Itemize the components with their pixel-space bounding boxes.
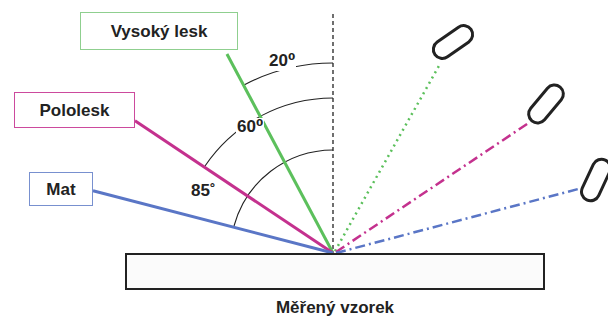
incident-beam <box>135 121 333 253</box>
gloss-box: Pololesk <box>14 92 135 128</box>
sample-plate: Měřený vzorek <box>125 253 545 290</box>
angle-arcs <box>205 63 333 226</box>
incident-beam <box>227 54 333 253</box>
detector <box>525 81 567 126</box>
sample-caption: Měřený vzorek <box>276 298 394 318</box>
gloss-box: Mat <box>29 172 93 206</box>
gloss-level-label: Vysoký lesk <box>101 23 218 40</box>
normal-line <box>332 14 333 253</box>
detector <box>430 22 476 62</box>
gloss-level-label: Pololesk <box>30 102 120 119</box>
reflected-beam <box>335 64 440 251</box>
angle-label: 85˚ <box>190 182 217 201</box>
gloss-box: Vysoký lesk <box>80 12 238 50</box>
angle-label: 20⁰ <box>268 52 296 71</box>
gloss-level-label: Mat <box>36 181 85 198</box>
angle-label: 60⁰ <box>236 118 264 137</box>
detectors <box>430 22 608 204</box>
reflected-beam <box>336 188 582 253</box>
reflected-beam <box>336 122 530 252</box>
detector <box>579 156 608 203</box>
